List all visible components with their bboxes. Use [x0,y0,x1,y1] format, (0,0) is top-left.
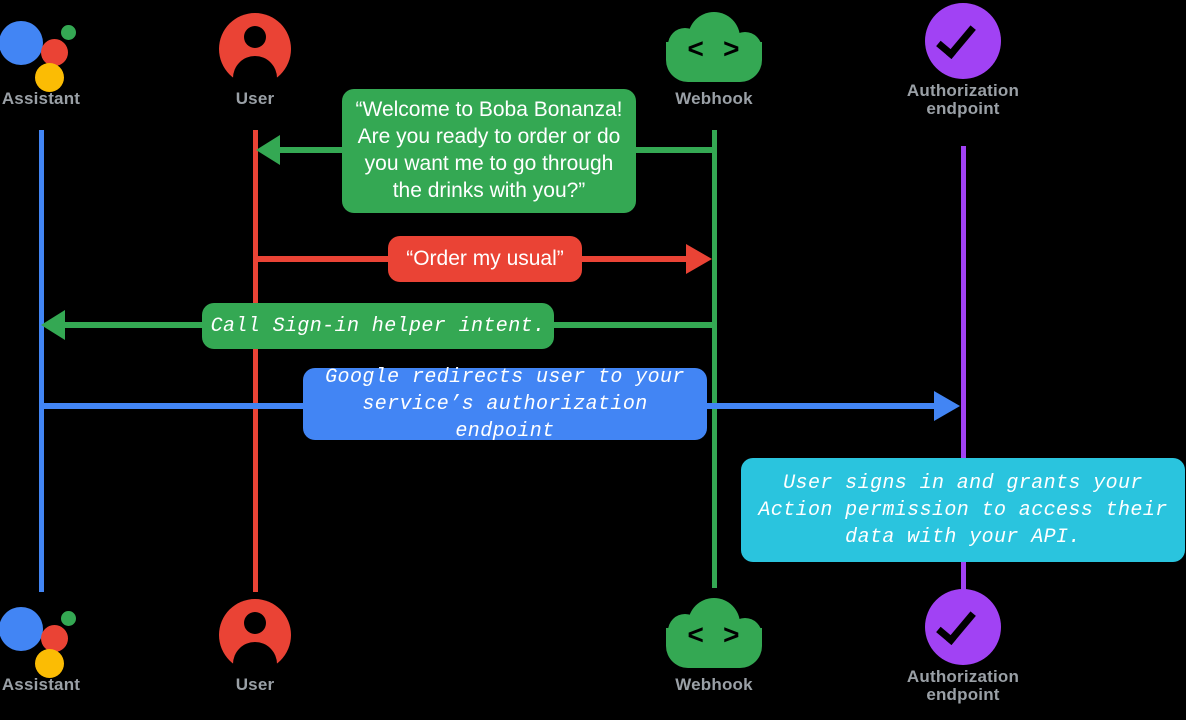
actor-webhook-top: < > Webhook [619,8,809,108]
cloud-base [666,628,762,668]
google-assistant-icon [0,594,136,678]
actor-label-webhook-bottom: Webhook [675,675,753,694]
user-avatar-icon [160,594,350,676]
assistant-dot-blue [0,607,43,651]
purple-check-icon [868,0,1058,82]
user-body-shape [233,56,277,86]
assistant-dot-green [61,25,76,40]
message-text-welcome: “Welcome to Boba Bonanza! Are you ready … [355,98,623,202]
arrowhead-welcome-left [256,135,280,165]
message-bubble-google-redirect: Google redirects user to your service’s … [303,366,707,443]
cloud-code-icon: < > [619,8,809,90]
message-bubble-welcome: “Welcome to Boba Bonanza! Are you ready … [342,89,636,213]
cloud-base [666,42,762,82]
arrowhead-order-my-usual-right [686,244,712,274]
actor-label-authorization-endpoint-top: Authorization endpoint [906,81,1020,119]
actor-label-assistant-top: Assistant [1,89,81,108]
actor-label-user-bottom: User [235,675,275,694]
actor-user-top: User [160,8,350,108]
actor-label-webhook-top: Webhook [675,89,753,108]
actor-authorization-endpoint-top: Authorization endpoint [868,0,1058,119]
google-assistant-icon [0,8,136,92]
actor-label-assistant-bottom: Assistant [1,675,81,694]
cloud-code-icon: < > [619,594,809,676]
actor-user-bottom: User [160,594,350,694]
user-body-shape [233,642,277,672]
assistant-dot-green [61,611,76,626]
lifeline-authorization-endpoint [961,146,966,594]
actor-webhook-bottom: < > Webhook [619,594,809,694]
arrowhead-google-redirect-right [934,391,960,421]
user-head-shape [244,612,266,634]
checkmark-glyph [936,17,976,59]
message-text-call-sign-in-helper: Call Sign-in helper intent. [210,314,546,338]
user-head-shape [244,26,266,48]
lifeline-assistant [39,130,44,592]
assistant-dot-yellow [35,63,64,92]
actor-label-authorization-endpoint-bottom: Authorization endpoint [906,667,1020,705]
arrowhead-call-sign-in-helper-left [41,310,65,340]
actor-assistant-top: Assistant [0,8,136,108]
message-bubble-order-my-usual: “Order my usual” [388,236,582,282]
purple-check-icon [868,586,1058,668]
message-bubble-call-sign-in-helper: Call Sign-in helper intent. [202,303,554,349]
message-text-google-redirect: Google redirects user to your service’s … [325,365,685,443]
code-brackets-glyph: < > [687,622,741,653]
code-brackets-glyph: < > [687,36,741,67]
assistant-dot-blue [0,21,43,65]
checkmark-glyph [936,603,976,645]
message-text-order-my-usual: “Order my usual” [406,246,564,270]
actor-authorization-endpoint-bottom: Authorization endpoint [868,586,1058,705]
lifeline-user [253,130,258,592]
actor-label-user-top: User [235,89,275,108]
assistant-dot-red [41,625,68,652]
message-bubble-user-grants-permission: User signs in and grants your Action per… [741,458,1185,562]
lifeline-webhook [712,130,717,588]
message-text-user-grants-permission: User signs in and grants your Action per… [758,471,1168,549]
actor-assistant-bottom: Assistant [0,594,136,694]
user-avatar-icon [160,8,350,90]
assistant-dot-yellow [35,649,64,678]
assistant-dot-red [41,39,68,66]
